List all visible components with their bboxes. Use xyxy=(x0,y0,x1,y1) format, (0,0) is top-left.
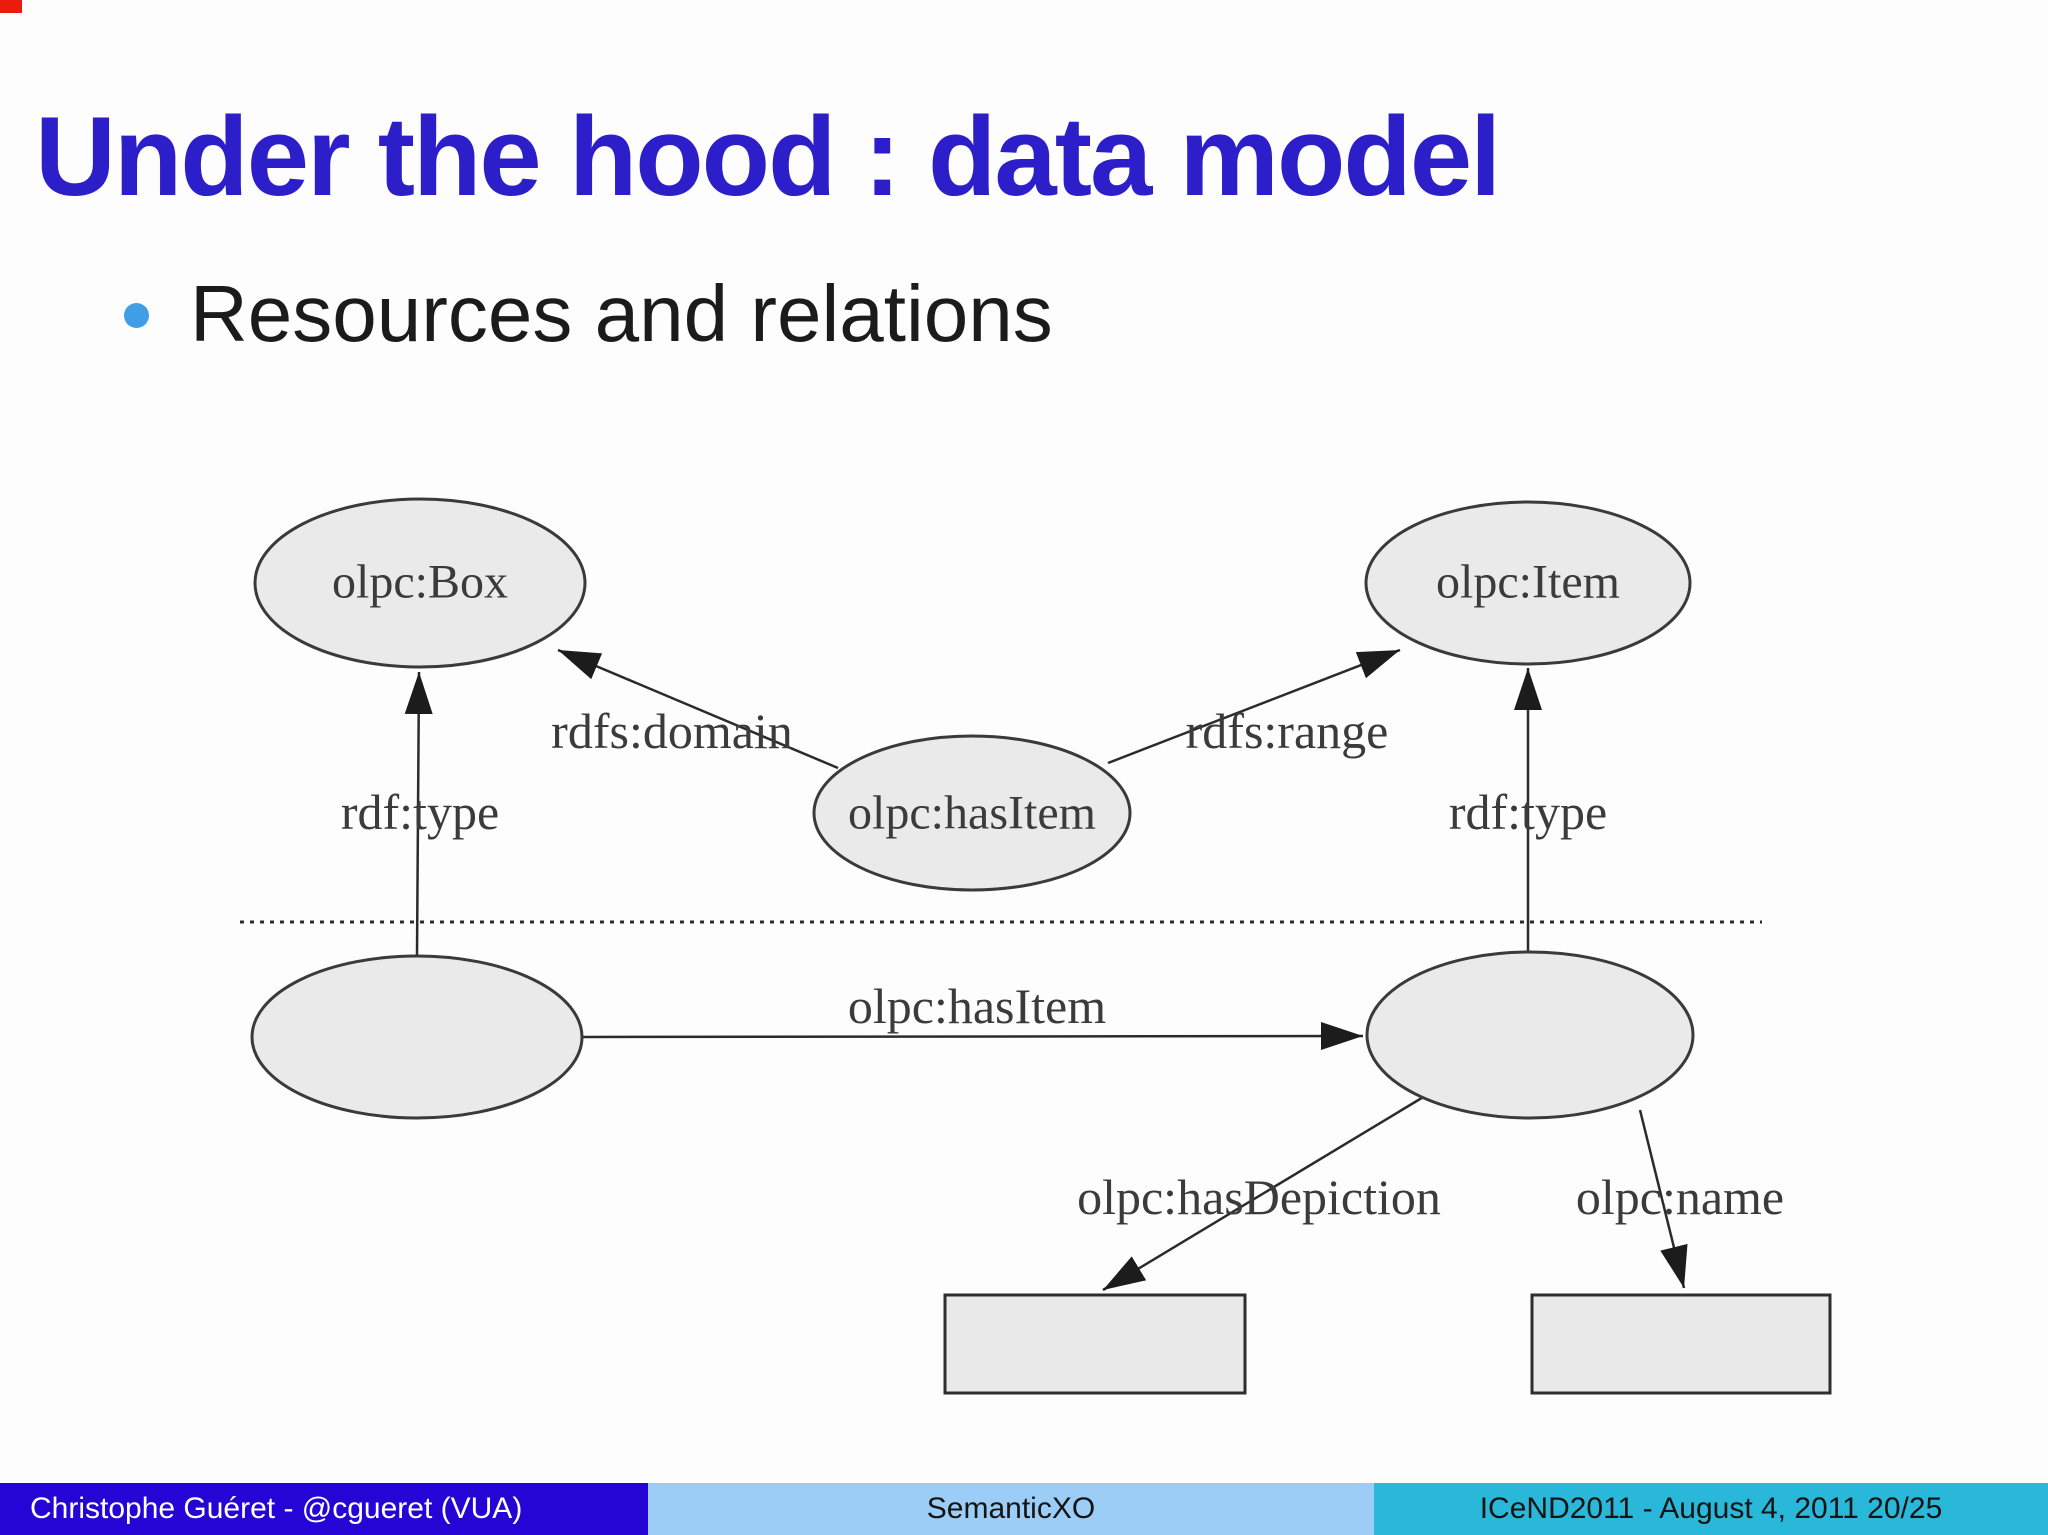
edge-name-arrow xyxy=(1638,1109,1688,1289)
page-title: Under the hood : data model xyxy=(35,94,1501,220)
footer-author-text: Christophe Guéret - @cgueret (VUA) xyxy=(30,1492,523,1525)
edge-label-rdf-type-right: rdf:type xyxy=(1448,784,1608,840)
bullet-dot-icon xyxy=(124,303,149,328)
node-item-instance-ellipse xyxy=(1365,950,1695,1120)
node-box-instance-ellipse xyxy=(250,954,584,1120)
edge-label-rdf-type-left: rdf:type xyxy=(340,784,500,840)
footer-author-segment: Christophe Guéret - @cgueret (VUA) xyxy=(0,1483,648,1535)
footer-bar: Christophe Guéret - @cgueret (VUA) Seman… xyxy=(0,1483,2048,1535)
edge-rdfs-domain-arrow xyxy=(557,648,839,770)
footer-event-text: ICeND2011 - August 4, 2011 20/25 xyxy=(1479,1492,1943,1525)
footer-project-segment: SemanticXO xyxy=(648,1483,1374,1535)
node-olpc-item-ellipse xyxy=(1364,500,1692,666)
node-label-olpc-item: olpc:Item xyxy=(1436,555,1620,609)
bullet-text: Resources and relations xyxy=(190,269,1053,358)
node-olpc-box-ellipse xyxy=(253,497,587,669)
literal-name-rect xyxy=(1530,1293,1832,1395)
edge-label-rdfs-domain: rdfs:domain xyxy=(551,703,793,759)
edge-rdf-type-left-arrow xyxy=(404,671,433,956)
edge-label-has-depiction: olpc:hasDepiction xyxy=(1077,1169,1441,1225)
node-label-olpc-hasitem: olpc:hasItem xyxy=(848,786,1096,840)
node-olpc-hasitem-ellipse xyxy=(812,734,1132,892)
node-label-olpc-box: olpc:Box xyxy=(332,555,508,609)
edge-label-rdfs-range: rdfs:range xyxy=(1185,703,1389,759)
edge-rdfs-range-arrow xyxy=(1107,648,1401,765)
footer-event-segment: ICeND2011 - August 4, 2011 20/25 xyxy=(1374,1483,2048,1535)
literal-depiction-rect xyxy=(943,1293,1247,1395)
edge-has-depiction-arrow xyxy=(1102,1091,1431,1292)
edge-has-item-arrow xyxy=(582,1022,1364,1051)
footer-project-text: SemanticXO xyxy=(926,1492,1096,1525)
corner-mark xyxy=(0,0,22,13)
edge-label-name: olpc:name xyxy=(1575,1169,1785,1225)
edge-label-has-item: olpc:hasItem xyxy=(847,978,1107,1034)
